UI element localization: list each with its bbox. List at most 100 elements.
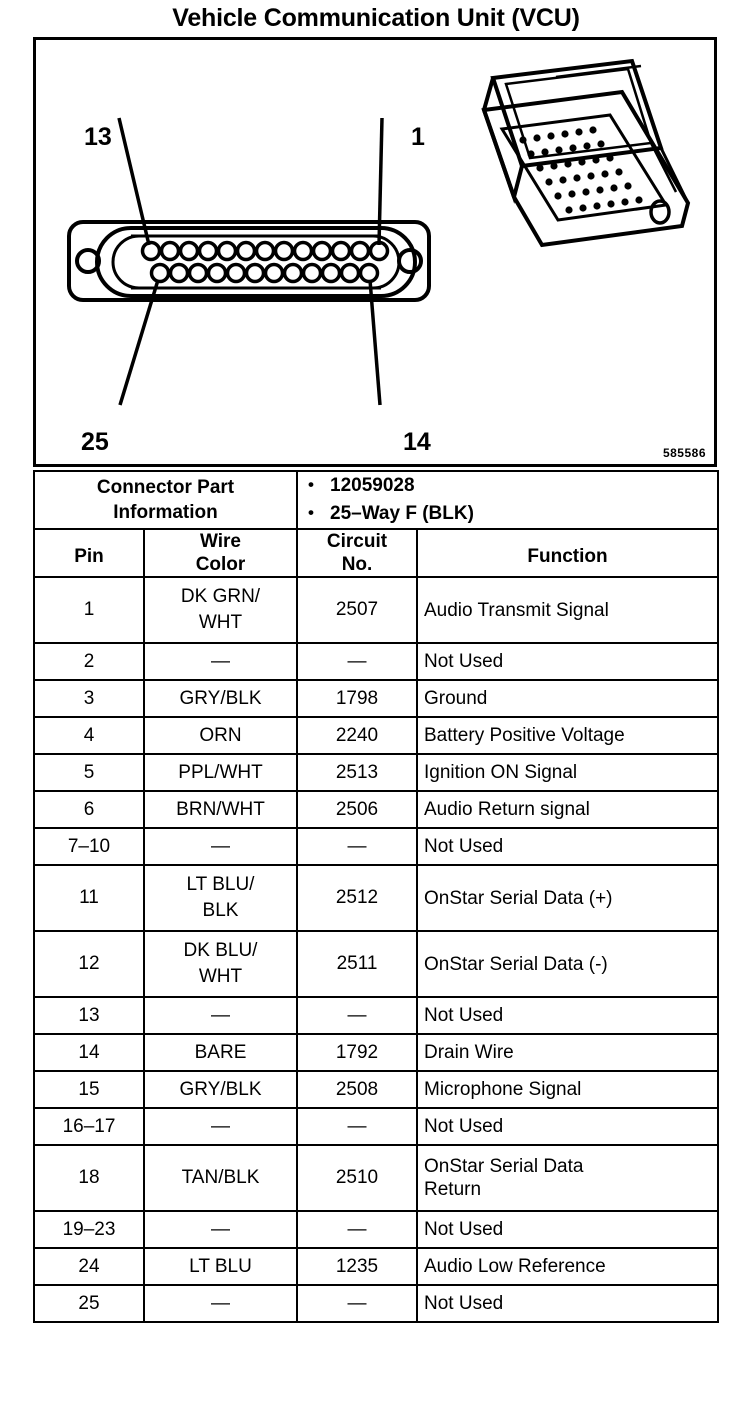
cell-circuit-no: 2507	[296, 576, 418, 644]
cell-function: Ignition ON Signal	[416, 753, 719, 792]
cell-function: Not Used	[416, 1107, 719, 1146]
cell-function: Battery Positive Voltage	[416, 716, 719, 755]
cell-wire-color: —	[143, 1107, 298, 1146]
cell-function: Drain Wire	[416, 1033, 719, 1072]
wire-header-line1: Wire	[199, 531, 241, 552]
cell-wire-color: BRN/WHT	[143, 790, 298, 829]
pin-holes-bottom-row	[149, 262, 380, 284]
wire-color-line1: DK GRN/	[180, 586, 261, 607]
function-line1: OnStar Serial Data	[424, 1156, 584, 1177]
pinout-table-body: Connector Part Information 12059028 25–W…	[33, 470, 719, 1323]
cell-function: OnStar Serial Data (-)	[416, 930, 719, 998]
cell-circuit-no: 1792	[296, 1033, 418, 1072]
cell-pin: 16–17	[33, 1107, 145, 1146]
connector-part-information-row: Connector Part Information 12059028 25–W…	[33, 470, 719, 530]
cell-wire-color: GRY/BLK	[143, 1070, 298, 1109]
circuit-header-line1: Circuit	[326, 531, 388, 552]
cell-wire-color: PPL/WHT	[143, 753, 298, 792]
callout-leader-lines	[117, 117, 384, 406]
cell-function: Not Used	[416, 642, 719, 681]
cpi-value-part-number: 12059028	[304, 471, 711, 500]
connector-part-information-label: Connector Part Information	[33, 470, 298, 530]
cell-pin: 24	[33, 1247, 145, 1286]
column-header-pin: Pin	[33, 528, 145, 578]
cell-wire-color: —	[143, 827, 298, 866]
cpi-label-line1: Connector Part	[96, 477, 235, 498]
wire-color-line1: DK BLU/	[183, 940, 258, 961]
cell-wire-color: —	[143, 1210, 298, 1249]
cell-pin: 19–23	[33, 1210, 145, 1249]
pinout-table: Connector Part Information 12059028 25–W…	[33, 470, 719, 1323]
cell-function: Audio Low Reference	[416, 1247, 719, 1286]
cpi-label-line2: Information	[113, 502, 218, 523]
connector-face-view	[67, 220, 431, 302]
cell-wire-color: —	[143, 1284, 298, 1323]
cell-circuit-no: 2508	[296, 1070, 418, 1109]
cell-circuit-no: —	[296, 642, 418, 681]
cell-pin: 6	[33, 790, 145, 829]
cell-wire-color: BARE	[143, 1033, 298, 1072]
cell-pin: 12	[33, 930, 145, 998]
wire-header-line2: Color	[195, 554, 246, 575]
cell-pin: 18	[33, 1144, 145, 1212]
column-header-function: Function	[416, 528, 719, 578]
cell-circuit-no: 2510	[296, 1144, 418, 1212]
cell-pin: 5	[33, 753, 145, 792]
table-header-row: Pin Wire Color Circuit No. Function	[33, 528, 719, 578]
table-row: 7–10——Not Used	[33, 827, 719, 866]
cell-pin: 3	[33, 679, 145, 718]
cell-function: Audio Transmit Signal	[416, 576, 719, 644]
cell-wire-color: ORN	[143, 716, 298, 755]
function-line2: Return	[424, 1179, 482, 1200]
pin-holes-top-row	[140, 240, 390, 262]
cell-pin: 2	[33, 642, 145, 681]
wire-color-line2: BLK	[202, 900, 239, 921]
table-row: 25——Not Used	[33, 1284, 719, 1323]
cell-circuit-no: 2506	[296, 790, 418, 829]
cell-function: OnStar Serial Data (+)	[416, 864, 719, 932]
cell-circuit-no: 2511	[296, 930, 418, 998]
cell-wire-color: LT BLU	[143, 1247, 298, 1286]
cell-pin: 11	[33, 864, 145, 932]
column-header-wire-color: Wire Color	[143, 528, 298, 578]
cell-pin: 25	[33, 1284, 145, 1323]
cell-circuit-no: —	[296, 1210, 418, 1249]
callout-label-pin-1: 1	[411, 123, 425, 151]
cell-circuit-no: 2512	[296, 864, 418, 932]
cell-function: Audio Return signal	[416, 790, 719, 829]
cell-function: Ground	[416, 679, 719, 718]
cell-pin: 13	[33, 996, 145, 1035]
table-row: 13——Not Used	[33, 996, 719, 1035]
cell-circuit-no: —	[296, 1284, 418, 1323]
cell-wire-color: —	[143, 996, 298, 1035]
cell-circuit-no: —	[296, 827, 418, 866]
cell-pin: 7–10	[33, 827, 145, 866]
callout-label-pin-14: 14	[403, 428, 431, 456]
cell-function: Not Used	[416, 1210, 719, 1249]
wire-color-line2: WHT	[198, 966, 243, 987]
callout-label-pin-25: 25	[81, 428, 109, 456]
wire-color-line2: WHT	[198, 612, 243, 633]
cpi-value-list: 12059028 25–Way F (BLK)	[304, 471, 711, 528]
cell-function: Not Used	[416, 827, 719, 866]
callout-label-pin-13: 13	[84, 123, 112, 151]
connector-part-information-values: 12059028 25–Way F (BLK)	[296, 470, 719, 530]
circuit-header-line2: No.	[341, 554, 373, 575]
cell-circuit-no: 2513	[296, 753, 418, 792]
cell-function: Not Used	[416, 1284, 719, 1323]
table-row: 2——Not Used	[33, 642, 719, 681]
cell-wire-color: TAN/BLK	[143, 1144, 298, 1212]
cell-wire-color: DK GRN/WHT	[143, 576, 298, 644]
connector-3d-view	[481, 58, 691, 248]
figure-reference-number: 585586	[662, 446, 706, 460]
